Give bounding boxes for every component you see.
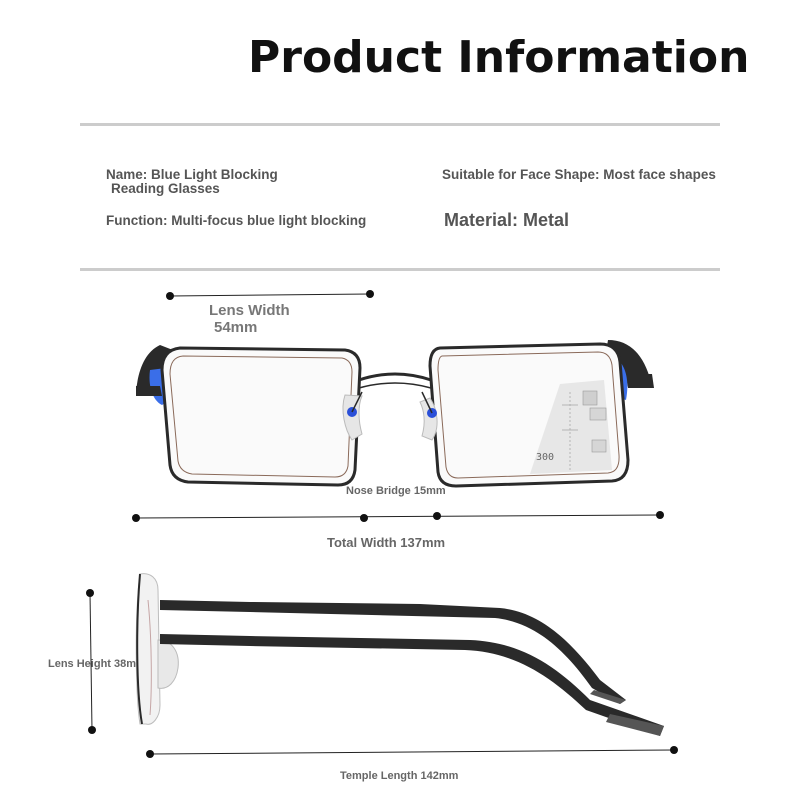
lens-width-title: Lens Width: [209, 302, 290, 319]
total-width-label: Total Width 137mm: [327, 535, 446, 550]
lens-zone-label: 300: [536, 452, 554, 463]
product-name-line1: Name: Blue Light Blocking: [106, 167, 278, 182]
middle-divider: [80, 268, 720, 271]
left-lens-frame: [160, 346, 362, 487]
progressive-zone-graphic: 300: [530, 380, 612, 474]
product-function: Function: Multi-focus blue light blockin…: [106, 213, 367, 228]
nose-bridge-label: Nose Bridge 15mm: [346, 485, 446, 497]
temple-length-label: Temple Length 142mm: [340, 770, 459, 782]
lens-height-dimension: [86, 589, 96, 734]
front-view-glasses: 300: [136, 340, 654, 488]
temple-length-dimension: [146, 746, 678, 758]
total-width-dimension: [132, 511, 664, 522]
face-shape-info: Suitable for Face Shape: Most face shape…: [442, 167, 716, 182]
nose-pads: [342, 391, 438, 441]
lens-width-dimension: [166, 290, 374, 300]
top-divider: [80, 123, 720, 126]
lens-height-label: Lens Height 38mm: [48, 658, 146, 670]
product-name-line2: Reading Glasses: [111, 181, 220, 196]
page-title: Product Information: [248, 32, 750, 83]
lens-width-value: 54mm: [214, 319, 258, 336]
material-info: Material: Metal: [444, 210, 570, 230]
lens-width-label: Lens Width 54mm: [209, 302, 290, 336]
side-view-glasses: [135, 573, 664, 736]
